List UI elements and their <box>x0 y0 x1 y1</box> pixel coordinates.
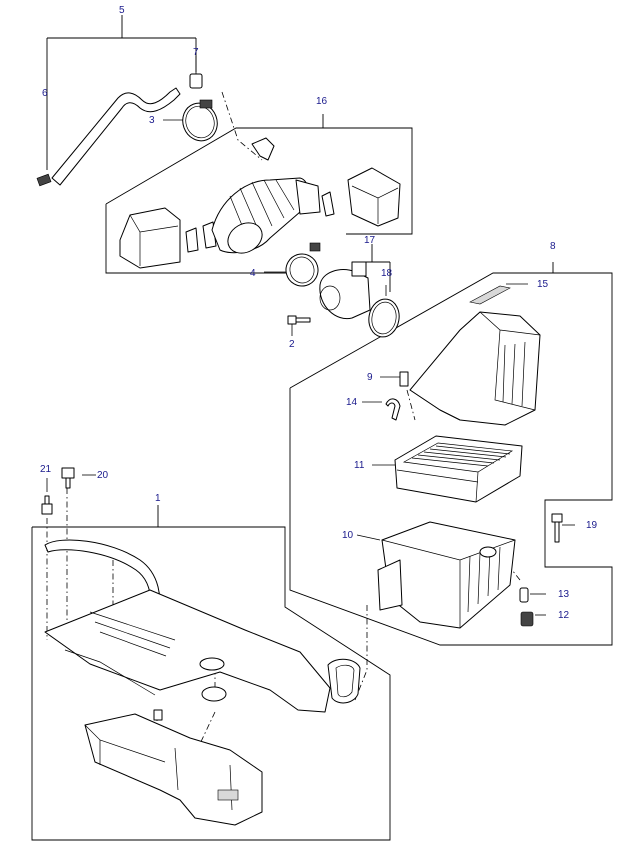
frame-16 <box>105 114 413 274</box>
bracket-5 <box>46 15 197 170</box>
frame-1 <box>31 505 391 841</box>
callout-labels: 1 2 3 4 5 6 7 8 9 10 11 12 13 14 15 16 1… <box>40 5 598 621</box>
air-flow-sensor-17 <box>319 261 371 320</box>
callout-5: 5 <box>119 5 125 16</box>
grommet-13 <box>519 587 529 603</box>
bolt-2 <box>287 315 311 325</box>
filter-pleats <box>411 445 511 467</box>
callout-4: 4 <box>250 268 256 279</box>
clip-14 <box>385 398 401 421</box>
o-ring-18 <box>368 298 400 338</box>
callout-9: 9 <box>367 372 373 383</box>
callout-10: 10 <box>342 530 354 541</box>
air-cleaner-cover-9 <box>399 311 541 426</box>
callout-18: 18 <box>381 268 393 279</box>
callout-8: 8 <box>550 241 556 252</box>
callout-20: 20 <box>97 470 109 481</box>
callout-19: 19 <box>586 520 598 531</box>
callout-15: 15 <box>537 279 549 290</box>
callout-17: 17 <box>364 235 376 246</box>
callout-21: 21 <box>40 464 52 475</box>
bolt-21 <box>41 495 53 515</box>
frame-8 <box>289 262 613 646</box>
bolt-19 <box>551 513 563 543</box>
callout-16: 16 <box>316 96 328 107</box>
breather-hose <box>36 73 203 187</box>
callout-12: 12 <box>558 610 570 621</box>
air-cleaner-case-10 <box>377 521 516 629</box>
hose-clamp-3 <box>182 99 218 142</box>
callout-6: 6 <box>42 88 48 99</box>
cap-12 <box>520 611 534 627</box>
intake-duct-1 <box>44 539 361 826</box>
callout-7: 7 <box>193 47 199 58</box>
air-filter-11 <box>394 435 523 503</box>
callout-13: 13 <box>558 589 570 600</box>
callout-2: 2 <box>289 339 295 350</box>
bolt-20 <box>61 467 75 489</box>
callout-14: 14 <box>346 397 358 408</box>
label-15 <box>469 285 511 305</box>
callout-11: 11 <box>354 460 365 471</box>
callout-3: 3 <box>149 115 155 126</box>
intake-hose-assembly-16 <box>119 137 401 269</box>
hose-clamp-4 <box>285 242 321 287</box>
frame-17 <box>354 244 391 292</box>
callout-1: 1 <box>155 493 161 504</box>
